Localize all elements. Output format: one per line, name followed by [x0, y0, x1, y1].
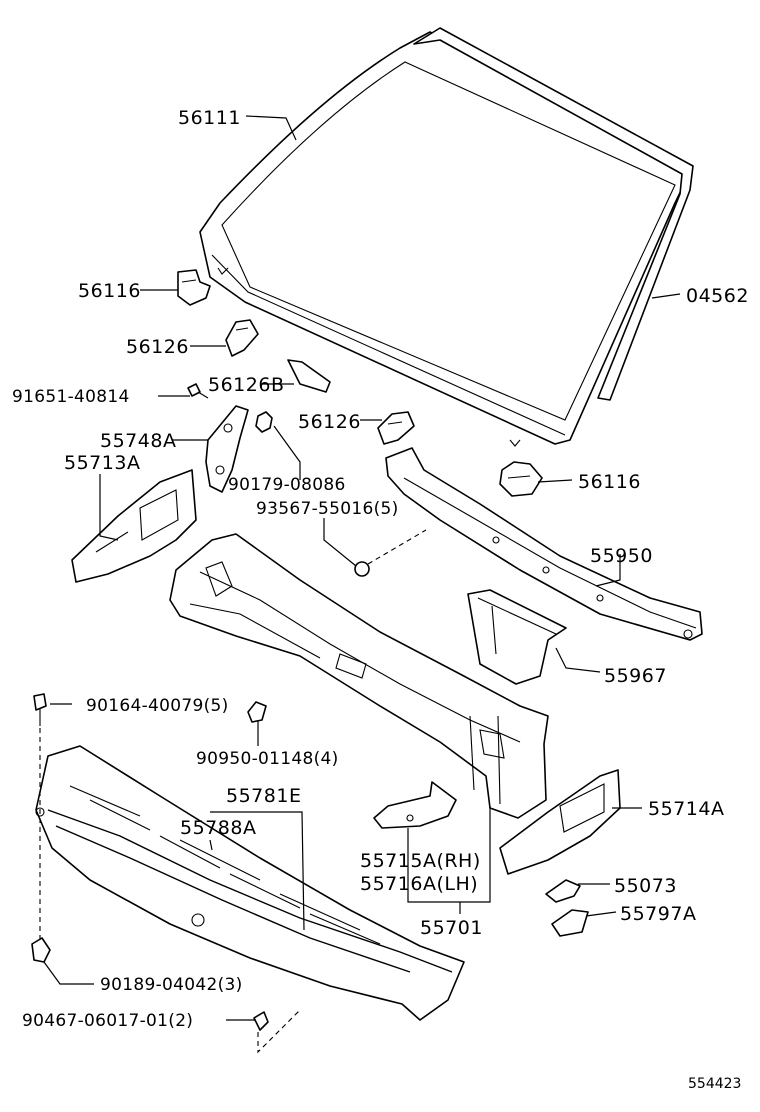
label-55788a: 55788A [180, 817, 256, 839]
part-55073-drawing [545, 879, 581, 903]
clip-56126-right-drawing [377, 411, 415, 445]
bolt-91651-drawing [187, 383, 209, 399]
label-55714a: 55714A [648, 798, 724, 820]
clip-56126b-drawing [287, 359, 331, 393]
label-90164: 90164-40079(5) [86, 696, 229, 716]
bracket-55715a-drawing [373, 781, 457, 829]
label-90950: 90950-01148(4) [196, 749, 339, 769]
label-55797a: 55797A [620, 903, 696, 925]
label-56111: 56111 [178, 107, 241, 129]
label-56126-right: 56126 [298, 411, 361, 433]
label-55967: 55967 [604, 665, 667, 687]
upper-panel-55950-drawing [385, 447, 703, 641]
bracket-55748a-drawing [205, 405, 249, 493]
clip-90189-drawing [31, 937, 51, 963]
bolt-90164-drawing [33, 693, 47, 726]
label-56126b: 56126B [208, 374, 284, 396]
clip-90950-drawing [247, 701, 267, 723]
label-55701: 55701 [420, 917, 483, 939]
leader-lines [39, 115, 681, 1054]
clip-56116-left-drawing [177, 269, 211, 306]
label-04562: 04562 [686, 285, 749, 307]
clip-56126-left-drawing [225, 319, 259, 357]
cowl-panel-55701-drawing [169, 533, 549, 819]
label-55781e: 55781E [226, 785, 301, 807]
nut-93567-drawing [354, 561, 370, 577]
label-90179: 90179-08086 [228, 475, 346, 495]
cowl-louver-55781e-drawing [35, 745, 465, 1021]
label-56116-left: 56116 [78, 280, 141, 302]
windshield-molding-drawing [413, 27, 694, 401]
label-93567: 93567-55016(5) [256, 499, 399, 519]
label-91651: 91651-40814 [12, 387, 130, 407]
part-55797a-drawing [551, 909, 589, 937]
label-56126-left: 56126 [126, 336, 189, 358]
nut-90179-drawing [255, 411, 273, 433]
label-55713a: 55713A [64, 452, 140, 474]
windshield-glass-drawing [199, 31, 691, 447]
clip-56116-right-drawing [499, 461, 543, 497]
label-55748a: 55748A [100, 430, 176, 452]
label-55715a: 55715A(RH) [360, 850, 481, 872]
label-90467: 90467-06017-01(2) [22, 1011, 193, 1031]
label-55716a: 55716A(LH) [360, 873, 478, 895]
label-90189: 90189-04042(3) [100, 975, 243, 995]
label-55073: 55073 [614, 875, 677, 897]
diagram-reference-number: 554423 [688, 1076, 741, 1092]
duct-55967-drawing [467, 589, 567, 685]
label-56116-right: 56116 [578, 471, 641, 493]
label-55950: 55950 [590, 545, 653, 567]
clip-90467-drawing [253, 1011, 269, 1031]
side-panel-55713a-drawing [71, 469, 197, 583]
